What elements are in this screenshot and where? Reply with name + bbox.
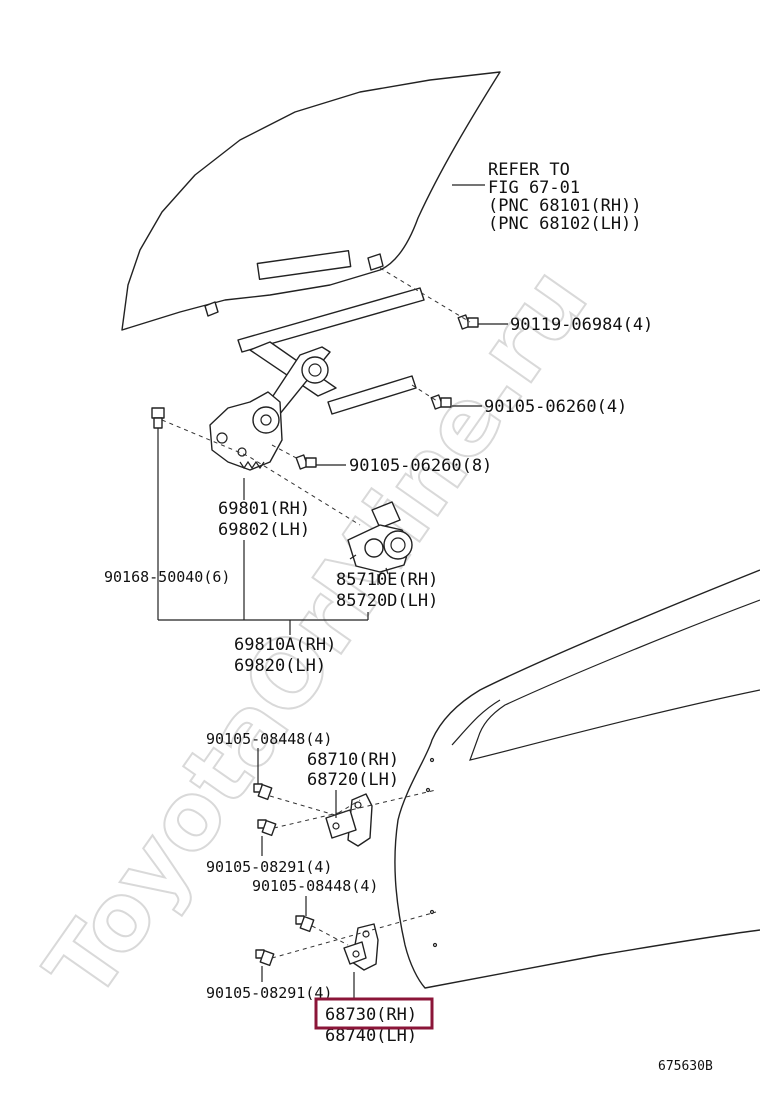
- bolt-icon: [295, 454, 317, 470]
- upper-door-hinge: [325, 793, 373, 847]
- refer-note-line: (PNC 68101(RH)): [488, 196, 642, 216]
- part-label[interactable]: 85710E(RH): [336, 570, 438, 590]
- regulator-motor: [347, 501, 413, 575]
- lower-door-hinge: [343, 923, 379, 971]
- alignment-line: [273, 789, 437, 829]
- bolt-icon: [457, 314, 479, 330]
- part-label[interactable]: 68710(RH): [307, 750, 399, 770]
- bolt-icon: [151, 407, 165, 429]
- refer-note-line: REFER TO: [488, 160, 570, 180]
- part-label[interactable]: 90105-08291(4): [206, 984, 332, 1002]
- highlight-box: [314, 997, 434, 1030]
- part-label[interactable]: 69810A(RH): [234, 635, 336, 655]
- part-label[interactable]: 90105-06260(4): [484, 397, 627, 417]
- bolt-icon: [257, 819, 277, 837]
- part-label[interactable]: 90168-50040(6): [104, 568, 230, 586]
- door-glass: [121, 71, 501, 331]
- part-label[interactable]: 85720D(LH): [336, 591, 438, 611]
- alignment-line: [269, 795, 361, 816]
- window-regulator: [209, 287, 425, 471]
- part-label[interactable]: 90105-08291(4): [206, 858, 332, 876]
- part-label[interactable]: 68740(LH): [325, 1026, 417, 1046]
- car-body: [394, 569, 760, 989]
- part-label[interactable]: 69820(LH): [234, 656, 326, 676]
- part-label-highlighted[interactable]: 68730(RH): [325, 1005, 417, 1025]
- part-label[interactable]: 90105-06260(8): [349, 456, 492, 476]
- part-label[interactable]: 90105-08448(4): [206, 730, 332, 748]
- part-label[interactable]: 69802(LH): [218, 520, 310, 540]
- part-label[interactable]: 90105-08448(4): [252, 877, 378, 895]
- refer-note-line: (PNC 68102(LH)): [488, 214, 642, 234]
- alignment-line: [271, 444, 301, 461]
- figure-code: 675630B: [658, 1059, 713, 1074]
- part-label[interactable]: 69801(RH): [218, 499, 310, 519]
- bolt-icon: [255, 949, 275, 967]
- part-label[interactable]: 90119-06984(4): [510, 315, 653, 335]
- alignment-line: [411, 384, 438, 402]
- bolt-icon: [295, 915, 315, 933]
- alignment-line: [379, 267, 471, 323]
- bolt-icon: [430, 394, 452, 410]
- refer-note-line: FIG 67-01: [488, 178, 580, 198]
- part-label[interactable]: 68720(LH): [307, 770, 399, 790]
- alignment-line: [311, 925, 349, 946]
